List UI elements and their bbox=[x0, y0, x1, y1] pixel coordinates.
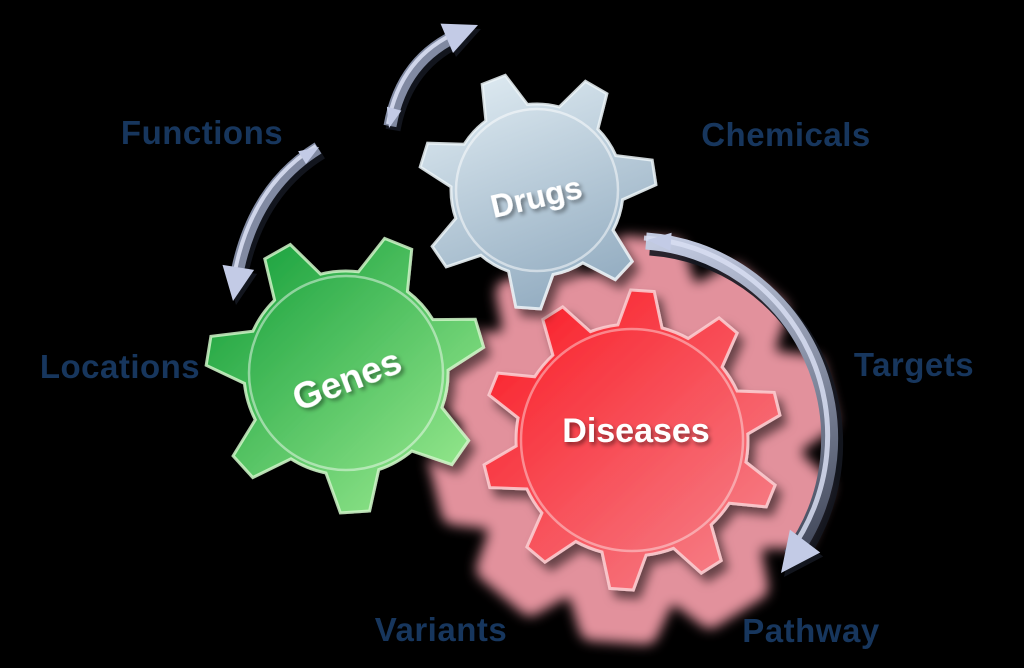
rotation-arrow-up-icon bbox=[383, 23, 481, 132]
gear-drugs: Drugs bbox=[418, 73, 658, 311]
label-functions: Functions bbox=[121, 114, 283, 151]
gear-diseases: Diseases bbox=[482, 288, 782, 592]
label-variants: Variants bbox=[375, 611, 507, 648]
rotation-arrow-down-icon bbox=[222, 142, 326, 305]
arc-tail bbox=[647, 232, 672, 251]
arrowhead-up-right-icon bbox=[440, 23, 478, 53]
gear-label-diseases: Diseases bbox=[562, 412, 709, 450]
label-locations: Locations bbox=[40, 348, 200, 385]
arrowhead-down-left-icon bbox=[781, 529, 821, 573]
label-pathway: Pathway bbox=[742, 612, 880, 649]
label-targets: Targets bbox=[854, 346, 974, 383]
label-chemicals: Chemicals bbox=[701, 116, 871, 153]
gear-genes: Genes bbox=[204, 236, 486, 515]
arrowhead-down-icon bbox=[222, 264, 255, 301]
outer-labels: Functions Chemicals Locations Targets Va… bbox=[40, 114, 974, 649]
cycle-arrow-right-icon bbox=[643, 232, 844, 577]
